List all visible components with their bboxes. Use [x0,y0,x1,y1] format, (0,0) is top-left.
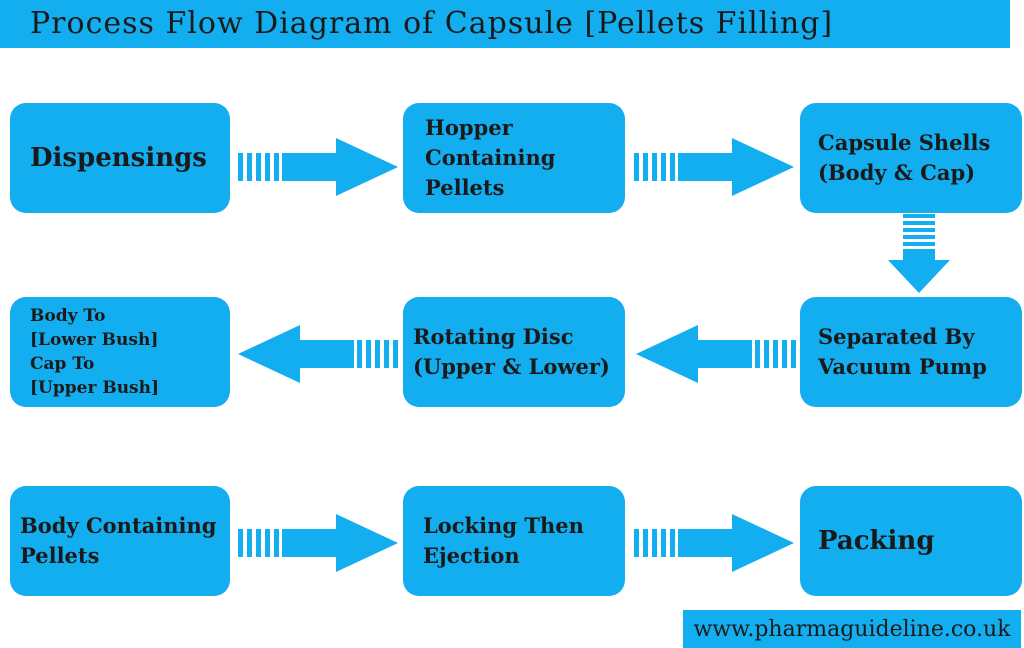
step-label: Locking Then Ejection [423,513,584,568]
step-label: Hopper Containing Pellets [425,115,556,200]
down-arrow-icon [888,214,950,293]
step-dispensings: Dispensings [10,103,230,213]
title-bar: Process Flow Diagram of Capsule [Pellets… [0,0,1010,48]
step-label: Dispensings [30,143,207,173]
right-arrow-icon [238,138,398,196]
step-vacuum-pump: Separated By Vacuum Pump [800,297,1022,407]
website-banner: www.pharmaguideline.co.uk [683,610,1021,648]
step-capsule-shells: Capsule Shells (Body & Cap) [800,103,1022,213]
step-body-cap-bush: Body To [Lower Bush] Cap To [Upper Bush] [10,297,230,407]
left-arrow-icon [238,325,398,383]
step-label: Packing [818,526,935,556]
step-rotating-disc: Rotating Disc (Upper & Lower) [403,297,625,407]
website-url: www.pharmaguideline.co.uk [693,616,1011,642]
right-arrow-icon [634,138,794,196]
step-label: Separated By Vacuum Pump [818,324,987,379]
step-label: Body To [Lower Bush] Cap To [Upper Bush] [30,306,160,398]
step-locking-ejection: Locking Then Ejection [403,486,625,596]
left-arrow-icon [636,325,796,383]
diagram-title: Process Flow Diagram of Capsule [Pellets… [30,6,834,41]
step-hopper: Hopper Containing Pellets [403,103,625,213]
step-packing: Packing [800,486,1022,596]
step-label: Body Containing Pellets [20,513,217,568]
right-arrow-icon [238,514,398,572]
step-label: Rotating Disc (Upper & Lower) [413,324,610,379]
right-arrow-icon [634,514,794,572]
step-body-containing-pellets: Body Containing Pellets [10,486,230,596]
step-label: Capsule Shells (Body & Cap) [818,130,991,185]
